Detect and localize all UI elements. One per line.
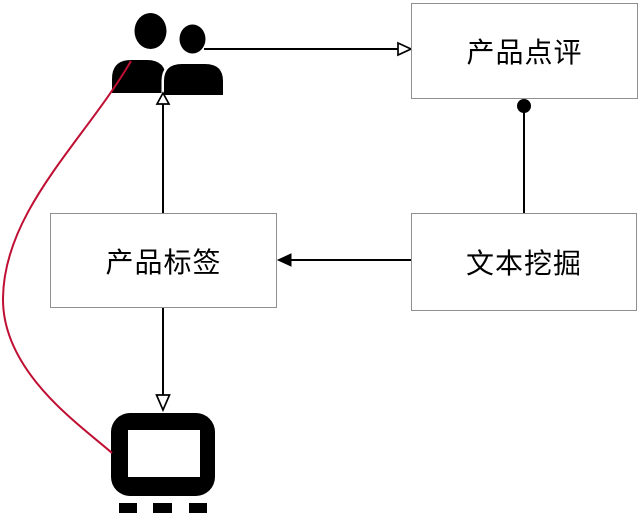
users-icon: [112, 13, 226, 98]
edge-users-to-monitor-red: [1, 60, 132, 454]
open-arrowhead-icon: [155, 394, 171, 413]
node-product-tags: 产品标签: [50, 213, 277, 308]
edge-users-to-product-review: [204, 41, 414, 57]
edge-product-tags-to-users: [155, 91, 171, 213]
edge-product-tags-to-monitor: [155, 308, 171, 413]
dot-marker-icon: [517, 99, 531, 113]
monitor-icon: [111, 413, 215, 513]
edge-text-mining-to-product-tags: [276, 253, 411, 267]
open-arrowhead-icon: [397, 41, 414, 57]
edge-product-review-to-text-mining: [517, 99, 531, 213]
node-product-review-label: 产品点评: [466, 37, 583, 68]
open-arrowhead-icon: [155, 91, 171, 105]
node-product-tags-label: 产品标签: [105, 246, 222, 278]
node-product-review: 产品点评: [411, 3, 638, 99]
node-text-mining-label: 文本挖掘: [465, 248, 582, 279]
node-text-mining: 文本挖掘: [411, 213, 637, 311]
filled-arrowhead-icon: [276, 253, 292, 267]
